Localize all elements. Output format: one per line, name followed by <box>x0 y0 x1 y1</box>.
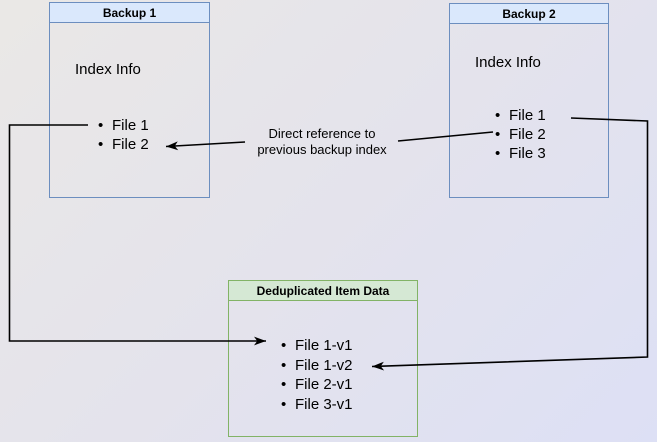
list-item: File 2 <box>98 135 149 154</box>
backup-2-file-list: File 1 File 2 File 3 <box>495 106 546 163</box>
list-item: File 1 <box>98 116 149 135</box>
node-backup-1: Backup 1 Index Info File 1 File 2 <box>49 2 210 198</box>
node-backup-2-title: Backup 2 <box>502 6 556 21</box>
node-backup-1-title: Backup 1 <box>102 5 157 20</box>
node-dedup-header: Deduplicated Item Data <box>229 281 417 301</box>
dedup-file-list: File 1-v1 File 1-v2 File 2-v1 File 3-v1 <box>281 336 353 414</box>
backup-2-index-info-label: Index Info <box>475 54 541 71</box>
backup-1-index-info-label: Index Info <box>75 61 141 78</box>
list-item: File 1-v2 <box>281 356 353 376</box>
node-backup-2: Backup 2 Index Info File 1 File 2 File 3 <box>449 3 609 198</box>
edge-label-direct-reference: Direct reference to previous backup inde… <box>257 126 386 158</box>
node-backup-2-header: Backup 2 <box>450 4 608 24</box>
edge-label-line-2: previous backup index <box>257 142 387 157</box>
list-item: File 3 <box>495 144 546 163</box>
node-backup-1-header: Backup 1 <box>50 3 209 23</box>
edge-label-line-1: Direct reference to <box>268 126 376 141</box>
list-item: File 1-v1 <box>281 336 353 356</box>
list-item: File 2-v1 <box>281 375 353 395</box>
backup-1-file-list: File 1 File 2 <box>98 116 149 154</box>
list-item: File 3-v1 <box>281 395 353 415</box>
node-deduplicated-item-data: Deduplicated Item Data File 1-v1 File 1-… <box>228 280 418 437</box>
node-dedup-title: Deduplicated Item Data <box>256 283 390 298</box>
list-item: File 1 <box>495 106 546 125</box>
list-item: File 2 <box>495 125 546 144</box>
